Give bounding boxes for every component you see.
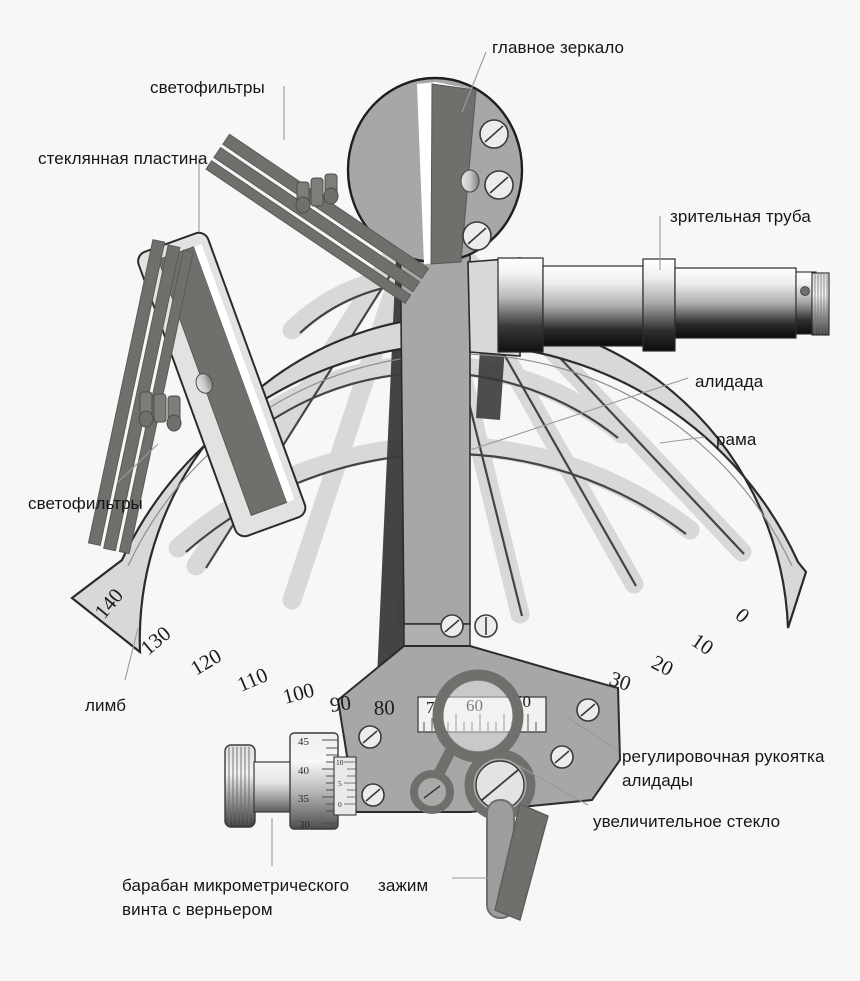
label-clamp: зажим	[378, 876, 429, 895]
limb-tick-120: 120	[186, 643, 225, 680]
telescope	[467, 257, 830, 357]
svg-text:30: 30	[299, 819, 311, 831]
vernier-ring: 10 5 0	[333, 756, 357, 816]
limb-tick-20: 20	[648, 650, 678, 681]
magnifier-lens	[410, 669, 524, 814]
filter-bolts-lower	[138, 391, 182, 432]
svg-text:60: 60	[466, 696, 483, 715]
svg-text:35: 35	[298, 793, 310, 805]
micrometer-knob	[224, 744, 256, 828]
label-light-filters-top: светофильтры	[150, 78, 265, 97]
limb-tick-100: 100	[280, 677, 317, 708]
clamp-lever	[486, 799, 549, 921]
svg-text:10: 10	[336, 758, 344, 767]
limb-tick-10: 10	[687, 628, 718, 660]
main-mirror	[346, 76, 524, 265]
micrometer-assembly: 45 40 35 30 10 5 0	[224, 732, 357, 831]
label-limb: лимб	[85, 696, 127, 715]
label-glass-plate: стеклянная пластина	[38, 149, 208, 168]
svg-text:45: 45	[298, 736, 310, 748]
limb-tick-90: 90	[328, 690, 352, 717]
label-micrometer-drum: барабан микрометрического винта с вернье…	[122, 876, 350, 920]
foot-plate-screws	[358, 614, 600, 807]
mirror-screws	[460, 119, 514, 251]
svg-text:40: 40	[298, 765, 310, 777]
label-alidade-handle: регулировочная рукоятка алидады	[622, 747, 825, 791]
limb-tick-30: 30	[606, 666, 634, 696]
micrometer-drum: 45 40 35 30	[289, 732, 339, 831]
label-light-filters-left: светофильтры	[28, 494, 143, 513]
limb-tick-0: 0	[731, 603, 755, 628]
leader-lines	[116, 51, 706, 879]
light-filters-upper	[205, 133, 430, 305]
svg-text:5: 5	[338, 779, 342, 788]
label-alidade: алидада	[695, 372, 764, 391]
limb-tick-140: 140	[89, 584, 128, 624]
limb-tick-130: 130	[136, 621, 176, 660]
limb-tick-110: 110	[234, 663, 272, 697]
svg-text:0: 0	[338, 800, 342, 809]
label-telescope: зрительная труба	[670, 207, 811, 226]
label-frame: рама	[716, 430, 757, 449]
alidade-handle	[464, 749, 536, 821]
label-main-mirror: главное зеркало	[492, 38, 625, 57]
filter-bolts-upper	[295, 173, 339, 214]
alidade-arm: 70 60 50	[336, 209, 622, 921]
light-filters-lower	[87, 239, 194, 555]
label-magnifier: увеличительное стекло	[593, 812, 781, 831]
limb-tick-80: 80	[373, 695, 395, 720]
